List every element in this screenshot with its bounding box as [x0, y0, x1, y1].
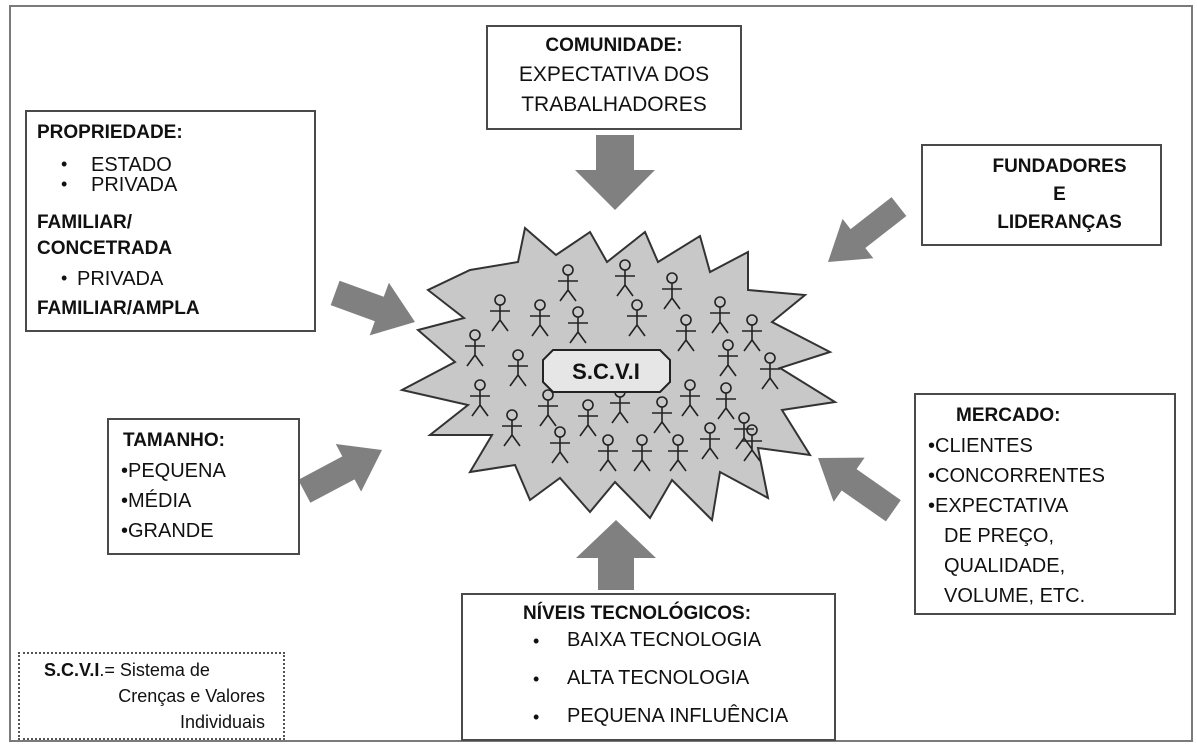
- niveis-title: NÍVEIS TECNOLÓGICOS:: [523, 603, 752, 624]
- stick-figure: [734, 412, 754, 450]
- tamanho-title: TAMANHO:: [123, 430, 226, 451]
- stick-figure: [627, 299, 647, 337]
- comunidade-title: COMUNIDADE:: [545, 35, 683, 56]
- legend-line-1: S.C.V.I.= Sistema de: [44, 660, 210, 681]
- legend-line-3: Individuais: [179, 712, 265, 732]
- legend-abbr: S.C.V.I: [44, 660, 100, 680]
- stick-figure: [538, 389, 558, 427]
- arrow-up: [576, 520, 656, 590]
- legend-box: S.C.V.I.= Sistema de Crenças e Valores I…: [18, 652, 285, 740]
- stick-figure: [632, 434, 652, 472]
- mercado-box: MERCADO: •CLIENTES •CONCORRENTES •EXPECT…: [914, 393, 1176, 615]
- tamanho-item-grande: •GRANDE: [121, 520, 214, 542]
- comunidade-box: COMUNIDADE: EXPECTATIVA DOS TRABALHADORE…: [486, 25, 742, 130]
- diagram-frame: [9, 5, 1193, 742]
- mercado-line-3: •EXPECTATIVA: [928, 495, 1069, 517]
- stick-figure: [700, 422, 720, 460]
- comunidade-line-2: TRABALHADORES: [521, 93, 707, 116]
- niveis-item-alta: ALTA TECNOLOGIA: [567, 667, 750, 689]
- center-label: S.C.V.I: [572, 359, 640, 384]
- niveis-bullet-1: •: [533, 631, 540, 651]
- stick-figure: [742, 424, 762, 462]
- stick-figure: [568, 306, 588, 344]
- stick-figure: [668, 434, 688, 472]
- stick-figure: [676, 314, 696, 352]
- mercado-title: MERCADO:: [956, 405, 1061, 426]
- tamanho-box: TAMANHO: •PEQUENA •MÉDIA •GRANDE: [107, 418, 300, 555]
- arrow-from-propriedade: [330, 280, 415, 336]
- propriedade-bullet-3: •: [61, 268, 68, 288]
- fundadores-line-3: LIDERANÇAS: [997, 212, 1122, 233]
- stick-figures: [465, 259, 780, 472]
- stick-figure: [718, 339, 738, 377]
- fundadores-box: FUNDADORES E LIDERANÇAS: [921, 144, 1162, 246]
- arrow-from-fundadores: [828, 197, 907, 262]
- stick-figure: [578, 399, 598, 437]
- propriedade-item-estado: ESTADO: [91, 154, 172, 176]
- arrows-group: [298, 135, 907, 590]
- tamanho-item-media: •MÉDIA: [121, 490, 192, 512]
- stick-figure: [490, 294, 510, 332]
- mercado-line-2: •CONCORRENTES: [928, 465, 1106, 487]
- stick-figure: [716, 382, 736, 420]
- comunidade-line-1: EXPECTATIVA DOS: [518, 63, 710, 86]
- stick-figure: [615, 259, 635, 297]
- propriedade-item-privada-2: PRIVADA: [77, 268, 164, 290]
- legend-definition-1: .= Sistema de: [99, 660, 210, 680]
- stick-figure: [530, 299, 550, 337]
- arrow-from-tamanho: [298, 444, 382, 503]
- fundadores-line-2: E: [1053, 184, 1066, 205]
- fundadores-line-1: FUNDADORES: [992, 156, 1127, 177]
- niveis-bullet-3: •: [533, 707, 540, 727]
- stick-figure: [598, 434, 618, 472]
- stick-figure: [470, 379, 490, 417]
- niveis-item-pequena-influencia: PEQUENA INFLUÊNCIA: [567, 705, 789, 727]
- tamanho-item-pequena: •PEQUENA: [121, 460, 226, 482]
- mercado-line-5: QUALIDADE,: [944, 555, 1066, 577]
- stick-figure: [558, 264, 578, 302]
- stick-figure: [465, 329, 485, 367]
- propriedade-box: PROPRIEDADE: • ESTADO • PRIVADA FAMILIAR…: [25, 110, 316, 332]
- stick-figure: [502, 409, 522, 447]
- familiar-concentrada-line-1: FAMILIAR/: [37, 212, 132, 233]
- propriedade-bullet-1: •: [61, 154, 68, 174]
- niveis-box: NÍVEIS TECNOLÓGICOS: • BAIXA TECNOLOGIA …: [461, 593, 836, 741]
- stick-figure: [508, 349, 528, 387]
- stick-figure: [760, 352, 780, 390]
- stick-figure: [710, 296, 730, 334]
- stick-figure: [680, 379, 700, 417]
- propriedade-item-privada: PRIVADA: [91, 174, 178, 196]
- stick-figure: [550, 426, 570, 464]
- niveis-item-baixa: BAIXA TECNOLOGIA: [567, 629, 762, 651]
- propriedade-title: PROPRIEDADE:: [37, 122, 183, 143]
- stick-figure: [662, 272, 682, 310]
- stick-figure: [652, 396, 672, 434]
- familiar-ampla: FAMILIAR/AMPLA: [37, 298, 200, 319]
- familiar-concentrada-line-2: CONCETRADA: [37, 238, 173, 259]
- center-label-shape: [542, 349, 671, 393]
- propriedade-bullet-2: •: [61, 174, 68, 194]
- mercado-line-1: •CLIENTES: [928, 435, 1033, 457]
- arrow-from-mercado: [818, 457, 901, 522]
- arrow-down: [575, 135, 655, 210]
- legend-line-2: Crenças e Valores: [118, 686, 265, 706]
- mercado-line-6: VOLUME, ETC.: [944, 585, 1086, 607]
- stick-figure: [742, 314, 762, 352]
- niveis-bullet-2: •: [533, 669, 540, 689]
- mercado-line-4: DE PREÇO,: [944, 525, 1055, 547]
